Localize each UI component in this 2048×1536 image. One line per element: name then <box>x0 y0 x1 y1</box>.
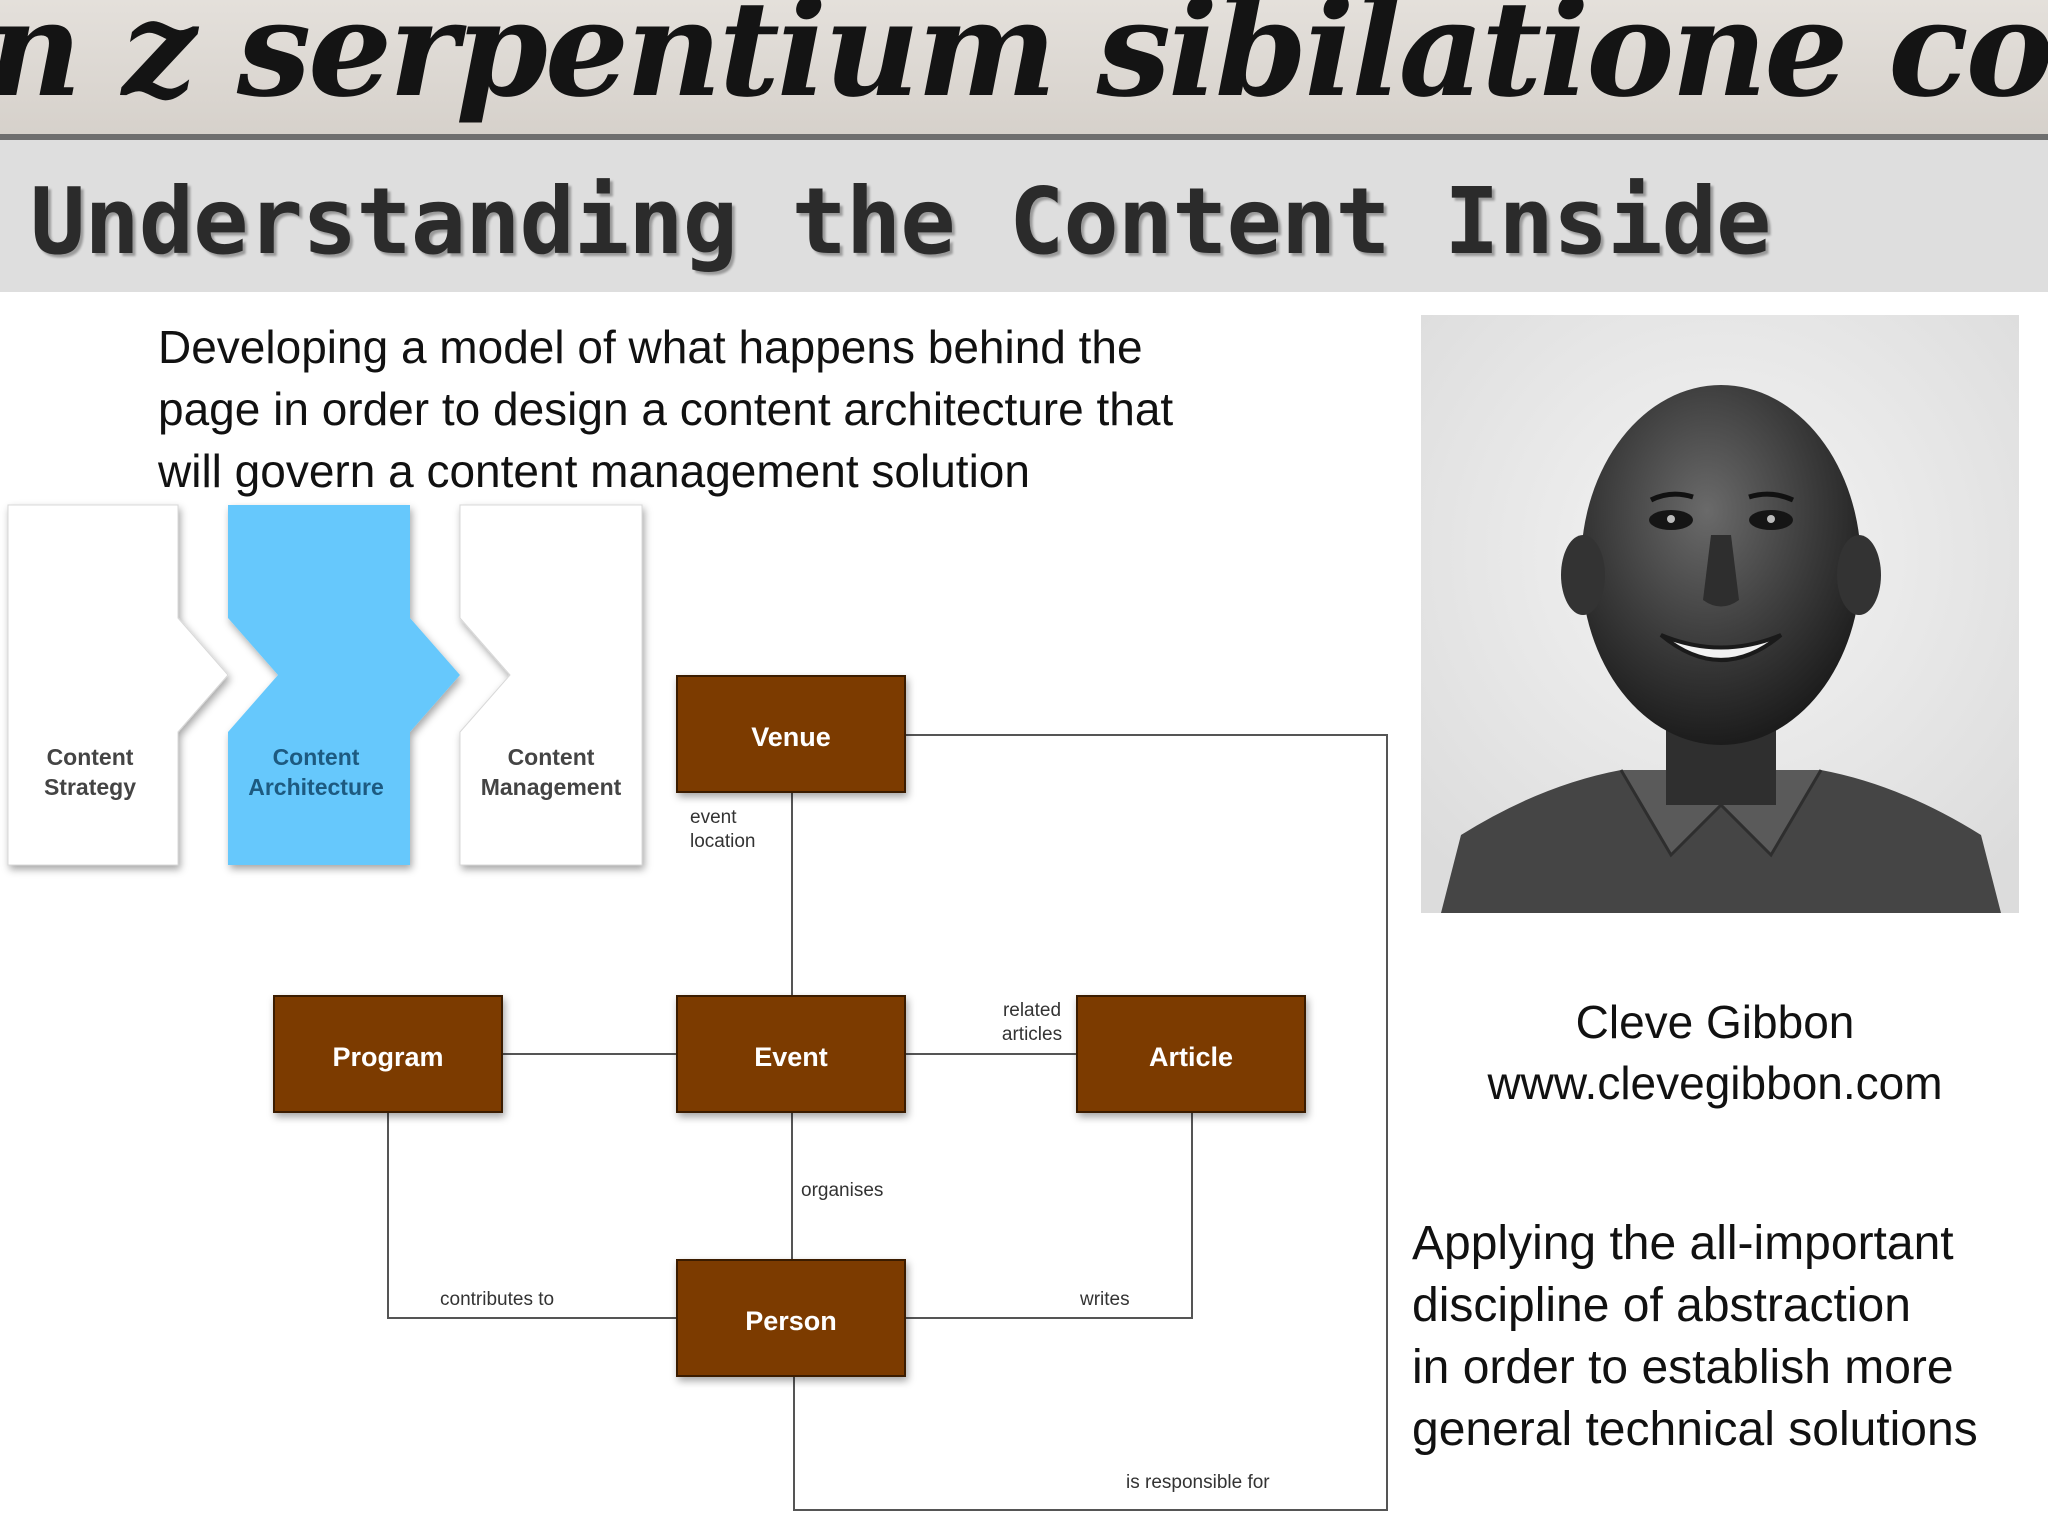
abstract-line: general technical solutions <box>1412 1403 1978 1456</box>
entity-box-person <box>676 1259 906 1377</box>
slide-title: Understanding the Content Inside <box>30 168 1771 275</box>
chevron-content-management <box>459 504 643 866</box>
abstract-line: in order to establish more <box>1412 1341 1954 1394</box>
entity-label-event: Event <box>754 1042 828 1072</box>
chevron-label-strategy-2: Strategy <box>44 774 136 800</box>
content-model-diagram: Content Strategy Content Architecture Co… <box>7 504 1388 1511</box>
label-related-articles-2: articles <box>1002 1024 1062 1045</box>
chevron-label-management-2: Management <box>481 774 622 800</box>
abstract-line: discipline of abstraction <box>1412 1279 1911 1332</box>
entity-label-program: Program <box>332 1042 443 1072</box>
entity-label-venue: Venue <box>751 722 831 752</box>
entity-box-event <box>676 995 906 1113</box>
entity-label-person: Person <box>745 1306 837 1336</box>
entity-label-article: Article <box>1149 1042 1233 1072</box>
label-event-location-2: location <box>690 831 756 852</box>
title-bar <box>0 140 2048 292</box>
portrait-photo <box>1421 315 2019 913</box>
entity-box-venue <box>676 675 906 793</box>
entity-box-article <box>1076 995 1306 1113</box>
label-event-location-1: event <box>690 807 737 828</box>
chevron-content-architecture <box>228 505 460 865</box>
process-chevrons: Content Strategy Content Architecture Co… <box>7 504 643 866</box>
connector-program-person <box>387 1112 677 1319</box>
chevron-label-architecture-2: Architecture <box>248 774 383 800</box>
person-website-link[interactable]: www.clevegibbon.com <box>1487 1057 1943 1109</box>
abstraction-statement: Applying the all-important discipline of… <box>1412 1213 2042 1461</box>
intro-line: page in order to design a content archit… <box>158 383 1174 435</box>
intro-paragraph: Developing a model of what happens behin… <box>158 316 1358 502</box>
label-contributes-to: contributes to <box>440 1289 554 1310</box>
label-writes: writes <box>1079 1289 1130 1310</box>
label-is-responsible-for: is responsible for <box>1126 1472 1270 1493</box>
connectors <box>387 734 1388 1511</box>
header-banner-image: n z serpentium sibilatione comon. <box>0 0 2048 140</box>
entity-boxes: Venue Program Event Article Person <box>273 675 1306 1377</box>
banner-blackletter-text: n z serpentium sibilatione comon. <box>0 0 2048 127</box>
person-name: Cleve Gibbon <box>1575 996 1855 1048</box>
chevron-label-management-1: Content <box>508 744 595 770</box>
label-organises: organises <box>801 1180 883 1201</box>
chevron-label-architecture-1: Content <box>273 744 360 770</box>
relationship-labels: event location related articles organise… <box>440 807 1270 1493</box>
chevron-content-strategy <box>7 504 229 866</box>
entity-box-program <box>273 995 503 1113</box>
chevron-label-strategy-1: Content <box>47 744 134 770</box>
abstract-line: Applying the all-important <box>1412 1217 1954 1270</box>
portrait-illustration <box>1421 315 2019 913</box>
connector-venue-person <box>793 734 1388 1511</box>
connector-article-person <box>905 1112 1193 1319</box>
label-related-articles-1: related <box>1003 1000 1061 1021</box>
intro-line: will govern a content management solutio… <box>158 445 1030 497</box>
intro-line: Developing a model of what happens behin… <box>158 321 1143 373</box>
